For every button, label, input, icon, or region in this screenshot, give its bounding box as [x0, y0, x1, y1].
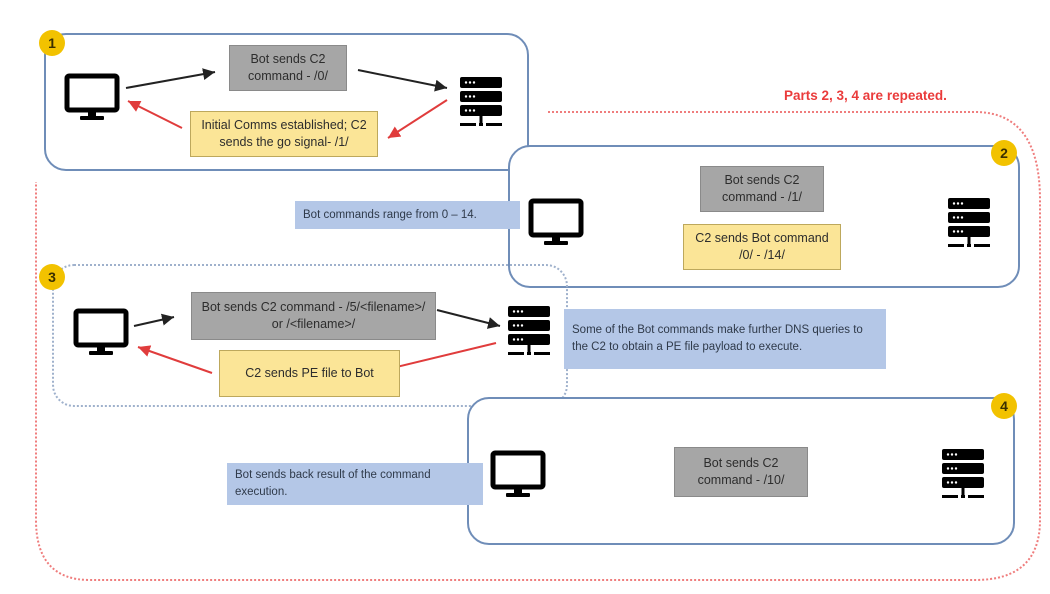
- part-1-outbound-box: Bot sends C2 command - /0/: [229, 45, 347, 91]
- part-4-badge: 4: [991, 393, 1017, 419]
- part-2-outbound-box: Bot sends C2 command - /1/: [700, 166, 824, 212]
- part-3-outbound-box: Bot sends C2 command - /5/<filename>/ or…: [191, 292, 436, 340]
- monitor-icon: [64, 73, 120, 128]
- monitor-icon: [490, 450, 546, 505]
- part-2-note: Bot commands range from 0 – 14.: [295, 201, 520, 229]
- part-1-panel: [44, 33, 529, 171]
- part-3-note: Some of the Bot commands make further DN…: [564, 309, 886, 369]
- part-2-badge: 2: [991, 140, 1017, 166]
- monitor-icon: [73, 308, 129, 363]
- part-3-badge: 3: [39, 264, 65, 290]
- server-icon: [506, 304, 556, 365]
- server-icon: [946, 196, 996, 257]
- part-4-outbound-box: Bot sends C2 command - /10/: [674, 447, 808, 497]
- repeat-note: Parts 2, 3, 4 are repeated.: [784, 88, 947, 103]
- server-icon: [458, 75, 508, 136]
- part-1-response-box: Initial Comms established; C2 sends the …: [190, 111, 378, 157]
- part-2-response-box: C2 sends Bot command /0/ - /14/: [683, 224, 841, 270]
- part-4-note: Bot sends back result of the command exe…: [227, 463, 483, 505]
- monitor-icon: [528, 198, 584, 253]
- part-1-badge: 1: [39, 30, 65, 56]
- part-3-response-box: C2 sends PE file to Bot: [219, 350, 400, 397]
- server-icon: [940, 447, 990, 508]
